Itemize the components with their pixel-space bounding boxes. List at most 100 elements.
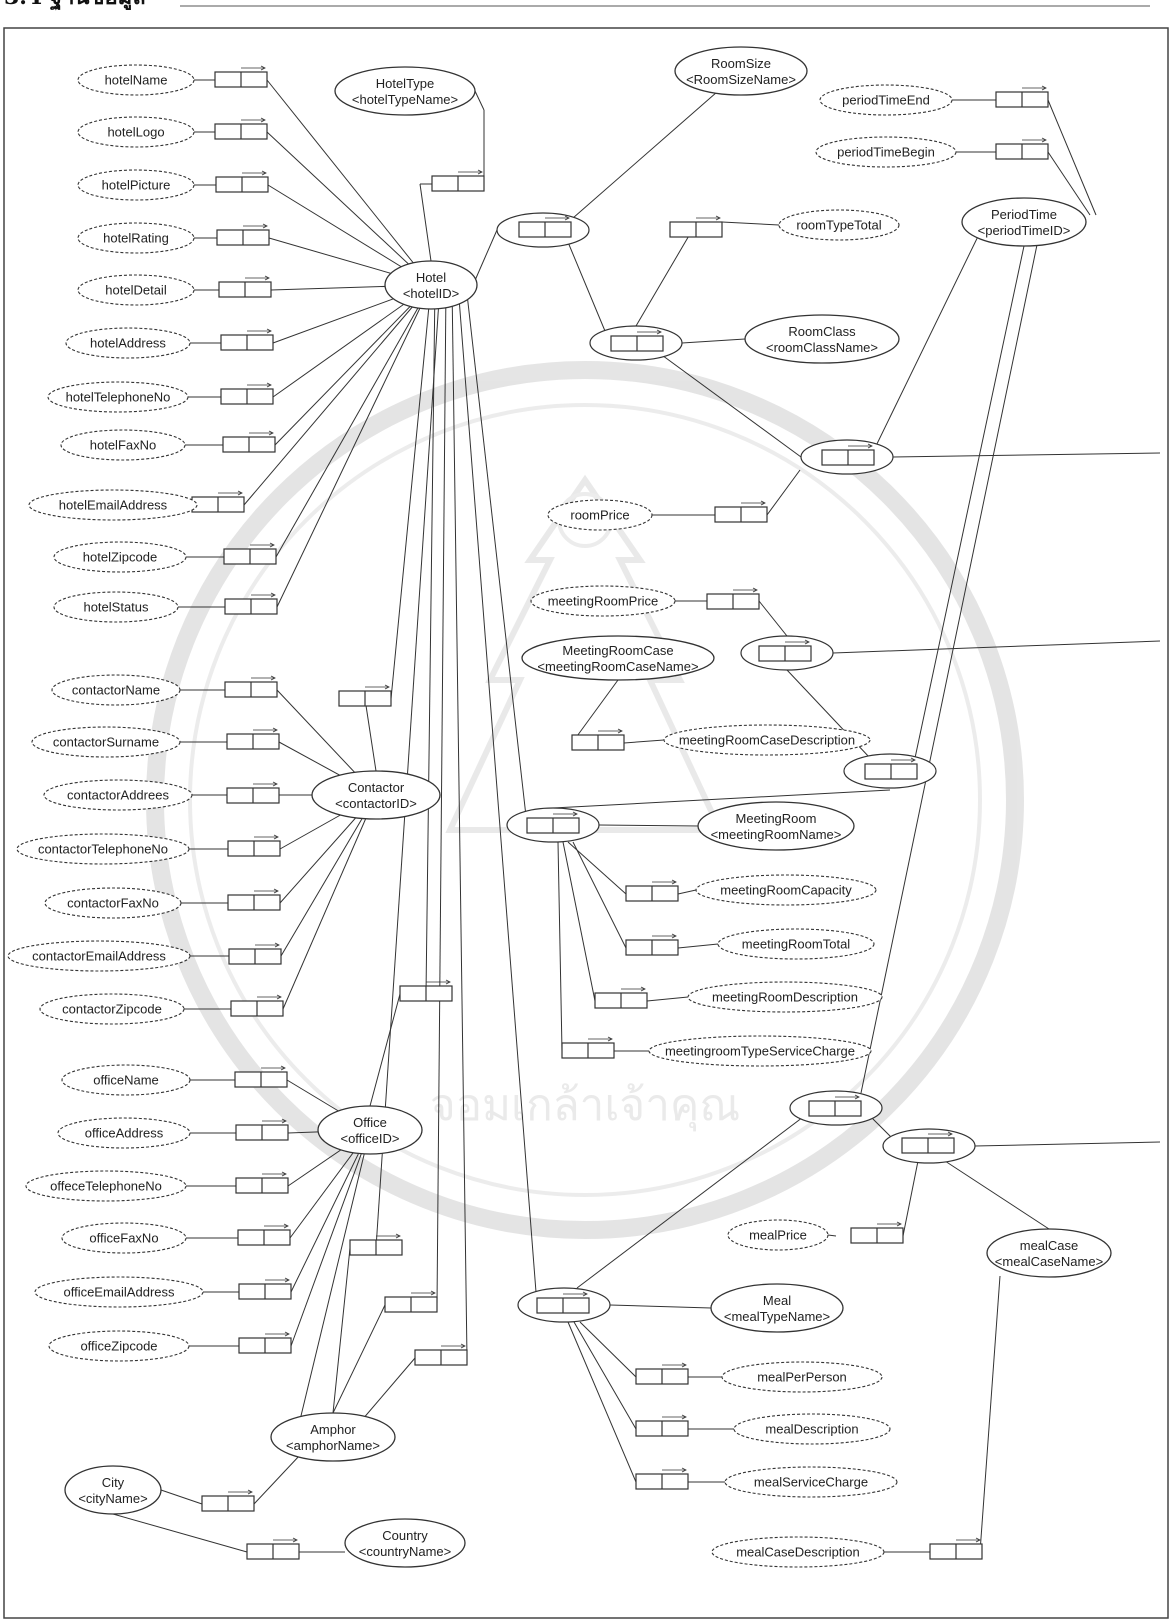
attr-label: periodTimeBegin (837, 145, 935, 160)
attr-label: officeEmailAddress (63, 1285, 175, 1300)
attr-label: contactorName (72, 683, 160, 698)
attr-label: hotelAddress (90, 336, 166, 351)
entity-key: <meetingRoomName> (711, 827, 842, 842)
entity-key: <hotelID> (403, 286, 459, 301)
entity-key: <cityName> (78, 1491, 147, 1506)
connector-box (635, 1467, 689, 1490)
attr-office-zipcode: officeZipcode (48, 1330, 190, 1362)
connector-box (431, 169, 485, 192)
entity-name: Office (353, 1115, 387, 1130)
attr-label: meetingRoomCaseDescription (679, 733, 855, 748)
attr-meal-description: mealDescription (733, 1413, 891, 1445)
attr-label: hotelTelephoneNo (66, 390, 171, 405)
attr-meetingroom-type-service-charge: meetingroomTypeServiceCharge (648, 1035, 872, 1067)
connector-box (635, 1362, 689, 1385)
attr-offece-telephone-no: offeceTelephoneNo (25, 1170, 187, 1202)
attr-label: officeZipcode (80, 1339, 157, 1354)
connector-box (224, 675, 278, 698)
entity-key: <mealCaseName> (995, 1254, 1103, 1269)
entity-room-size: RoomSize<RoomSizeName> (674, 46, 808, 96)
attr-label: offeceTelephoneNo (50, 1179, 162, 1194)
connector-box (220, 382, 274, 405)
attr-label: mealDescription (765, 1422, 858, 1437)
attr-hotel-detail: hotelDetail (77, 274, 195, 306)
entity-meeting-room-case: MeetingRoomCase<meetingRoomCaseName> (521, 635, 715, 681)
attr-label: contactorAddrees (67, 788, 169, 803)
entity-key: <meetingRoomCaseName> (537, 659, 698, 674)
attr-label: hotelPicture (102, 178, 171, 193)
entity-meal-case: mealCase<mealCaseName> (986, 1228, 1112, 1278)
attr-meal-price: mealPrice (727, 1219, 829, 1251)
attr-label: hotelLogo (107, 125, 164, 140)
entity-country: Country<countryName> (344, 1518, 466, 1568)
attr-label: contactorZipcode (62, 1002, 162, 1017)
attr-office-name: officeName (61, 1064, 191, 1096)
entity-name: City (102, 1475, 125, 1490)
connector-box (929, 1537, 983, 1560)
connector-box (191, 490, 245, 513)
attr-label: hotelEmailAddress (59, 498, 168, 513)
connector-box (246, 1537, 300, 1560)
attr-label: officeName (93, 1073, 159, 1088)
connector-box (214, 65, 268, 88)
connector-box (238, 1331, 292, 1354)
attr-label: contactorTelephoneNo (38, 842, 168, 857)
attr-label: mealServiceCharge (754, 1475, 868, 1490)
attr-label: mealPrice (749, 1228, 807, 1243)
attr-office-email-address: officeEmailAddress (34, 1276, 204, 1308)
entity-amphor: Amphor<amphorName> (270, 1412, 396, 1462)
entity-room-class: RoomClass<roomClassName> (744, 314, 900, 364)
entity-hotel: Hotel<hotelID> (384, 260, 478, 310)
entity-key: <officeID> (340, 1131, 399, 1146)
entity-key: <countryName> (359, 1544, 452, 1559)
attr-contactor-zipcode: contactorZipcode (39, 993, 185, 1025)
connector-box (237, 1223, 291, 1246)
connector-box (224, 592, 278, 615)
university-seal-watermark: จอมเกล้าเจ้าคุณ (146, 361, 1024, 1239)
entity-nodes: HotelType<hotelTypeName> Hotel<hotelID> Ro… (64, 46, 1112, 1568)
attr-contactor-email-address: contactorEmailAddress (7, 940, 191, 972)
connector-box (226, 727, 280, 750)
attr-period-time-begin: periodTimeBegin (815, 136, 957, 168)
entity-key: <hotelTypeName> (352, 92, 458, 107)
entity-key: <periodTimeID> (978, 223, 1071, 238)
attr-hotel-name: hotelName (77, 64, 195, 96)
attr-room-price: roomPrice (547, 499, 653, 531)
connector-box (594, 986, 648, 1009)
attr-label: officeFaxNo (89, 1231, 158, 1246)
entity-name: mealCase (1020, 1238, 1079, 1253)
entity-key: <RoomSizeName> (686, 72, 796, 87)
connector-box (349, 1233, 403, 1256)
connector-box (850, 1221, 904, 1244)
attr-meeting-room-case-description: meetingRoomCaseDescription (663, 724, 871, 756)
entity-name: MeetingRoom (736, 811, 817, 826)
attr-label: hotelRating (103, 231, 169, 246)
connector-box (201, 1489, 255, 1512)
connector-box (238, 1277, 292, 1300)
connector-box (227, 888, 281, 911)
attr-label: contactorFaxNo (67, 896, 159, 911)
connector-box (220, 328, 274, 351)
entity-contactor: Contactor<contactorID> (311, 770, 441, 820)
attr-label: meetingRoomCapacity (720, 883, 852, 898)
attr-label: officeAddress (85, 1126, 164, 1141)
entity-office: Office<officeID> (317, 1105, 423, 1155)
attr-hotel-logo: hotelLogo (77, 116, 195, 148)
entity-key: <contactorID> (335, 796, 417, 811)
attr-label: roomPrice (570, 508, 629, 523)
attr-room-type-total: roomTypeTotal (778, 209, 900, 241)
connector-box (338, 684, 392, 707)
attr-label: mealPerPerson (757, 1370, 847, 1385)
attr-contactor-name: contactorName (51, 674, 181, 706)
watermark-text: จอมเกล้าเจ้าคุณ (430, 1080, 740, 1132)
attr-hotel-status: hotelStatus (53, 591, 179, 623)
attr-label: meetingRoomDescription (712, 990, 858, 1005)
connector-box (226, 781, 280, 804)
attr-label: periodTimeEnd (842, 93, 930, 108)
connector-box (635, 1414, 689, 1437)
attr-hotel-picture: hotelPicture (77, 169, 195, 201)
entity-name: HotelType (376, 76, 435, 91)
attr-hotel-zipcode: hotelZipcode (53, 541, 187, 573)
attr-label: roomTypeTotal (796, 218, 881, 233)
